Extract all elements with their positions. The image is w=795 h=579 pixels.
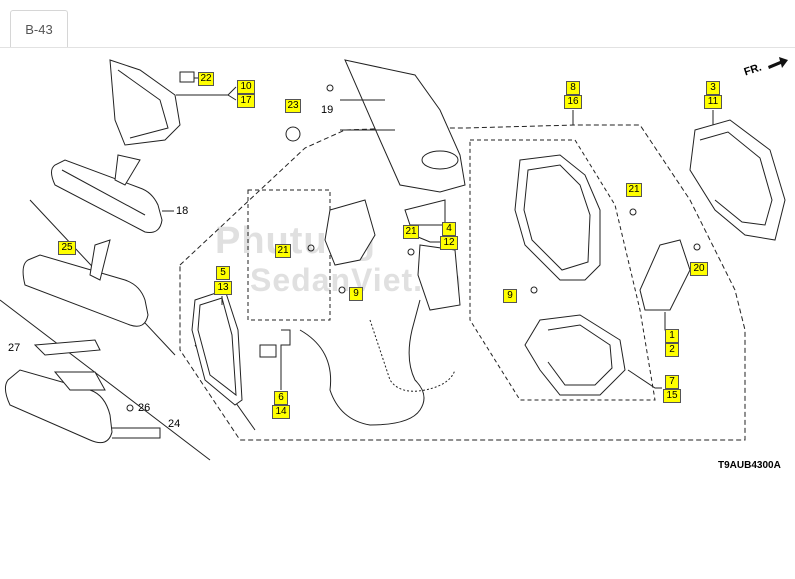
lower-cover-7-inner [547,324,613,386]
part-number-19[interactable]: 19 [321,104,334,116]
callout-5[interactable]: 5 [216,266,230,280]
screw-20 [693,243,701,251]
rearview-mirror-18-inner [61,169,146,216]
mirror-stem-25 [89,239,111,281]
cover-27 [33,339,101,356]
callout-3[interactable]: 3 [706,81,720,95]
callout-10[interactable]: 10 [237,80,255,94]
turn-signal-1 [639,239,691,311]
separator-line-2 [0,299,211,461]
mount-bracket-10 [109,59,181,146]
callout-8[interactable]: 8 [566,81,580,95]
callout-15[interactable]: 15 [663,389,681,403]
front-arrow-icon [768,57,788,69]
mirror-cap-3 [689,119,786,241]
trim-panel-boss [421,150,459,170]
part-number-24[interactable]: 24 [168,418,181,430]
leader-24 [112,427,161,439]
callout-11[interactable]: 11 [704,95,722,109]
screw-9b [530,286,538,294]
callout-23[interactable]: 23 [285,99,301,113]
callout-13[interactable]: 13 [214,281,232,295]
callout-12[interactable]: 12 [440,236,458,250]
rearview-mirror-25 [22,254,149,327]
mirror-housing-8 [514,154,601,281]
callout-4[interactable]: 4 [442,222,456,236]
leader-21-12 [417,236,440,243]
screw-21b [407,248,415,256]
callout-14[interactable]: 14 [272,405,290,419]
callout-17[interactable]: 17 [237,94,255,108]
part-number-27[interactable]: 27 [8,342,21,354]
screw-19 [326,84,334,92]
connector-6 [259,344,277,358]
callout-25[interactable]: 25 [58,241,76,255]
callout-21-base[interactable]: 21 [403,225,419,239]
wire-harness [299,299,425,426]
base-plate-12 [417,244,461,311]
callout-16[interactable]: 16 [564,95,582,109]
screw-26 [126,404,134,412]
actuator-box-outline [247,189,331,321]
rearview-mirror-24 [4,369,113,444]
callout-20[interactable]: 20 [690,262,708,276]
mirror-mount-24 [53,371,106,391]
part-number-26[interactable]: 26 [138,402,151,414]
callout-21-actuator[interactable]: 21 [275,244,291,258]
tab-b43[interactable]: B-43 [10,10,68,48]
mount-bracket-inner [117,69,169,139]
mirror-stem-18 [114,154,141,186]
actuator-motor [324,199,376,266]
part-number-18[interactable]: 18 [176,205,189,217]
mirror-glass-5 [191,289,243,406]
grommet-23 [285,126,301,142]
callout-6[interactable]: 6 [274,391,288,405]
leader-7-15 [627,369,662,389]
callout-9-housing[interactable]: 9 [503,289,517,303]
door-trim-panel-19 [344,59,466,193]
callout-7[interactable]: 7 [665,375,679,389]
base-bracket-4 [404,199,446,226]
screw-9a [338,286,346,294]
wire-harness-coil [369,319,456,392]
callout-2[interactable]: 2 [665,343,679,357]
diagram-code: T9AUB4300A [718,460,781,471]
leader-6-14 [280,329,291,390]
callout-1[interactable]: 1 [665,329,679,343]
leader-10-17 [176,86,237,101]
tab-divider [0,47,795,48]
screw-21a [307,244,315,252]
screw-21c [629,208,637,216]
callout-22[interactable]: 22 [198,72,214,86]
callout-21-cover[interactable]: 21 [626,183,642,197]
lower-cover-7 [524,314,626,396]
mirror-cap-3-inner [699,131,773,226]
rearview-mirror-18 [51,159,163,233]
mirror-housing-8-inner [523,164,591,271]
clip-22 [179,71,195,83]
callout-9-actuator[interactable]: 9 [349,287,363,301]
